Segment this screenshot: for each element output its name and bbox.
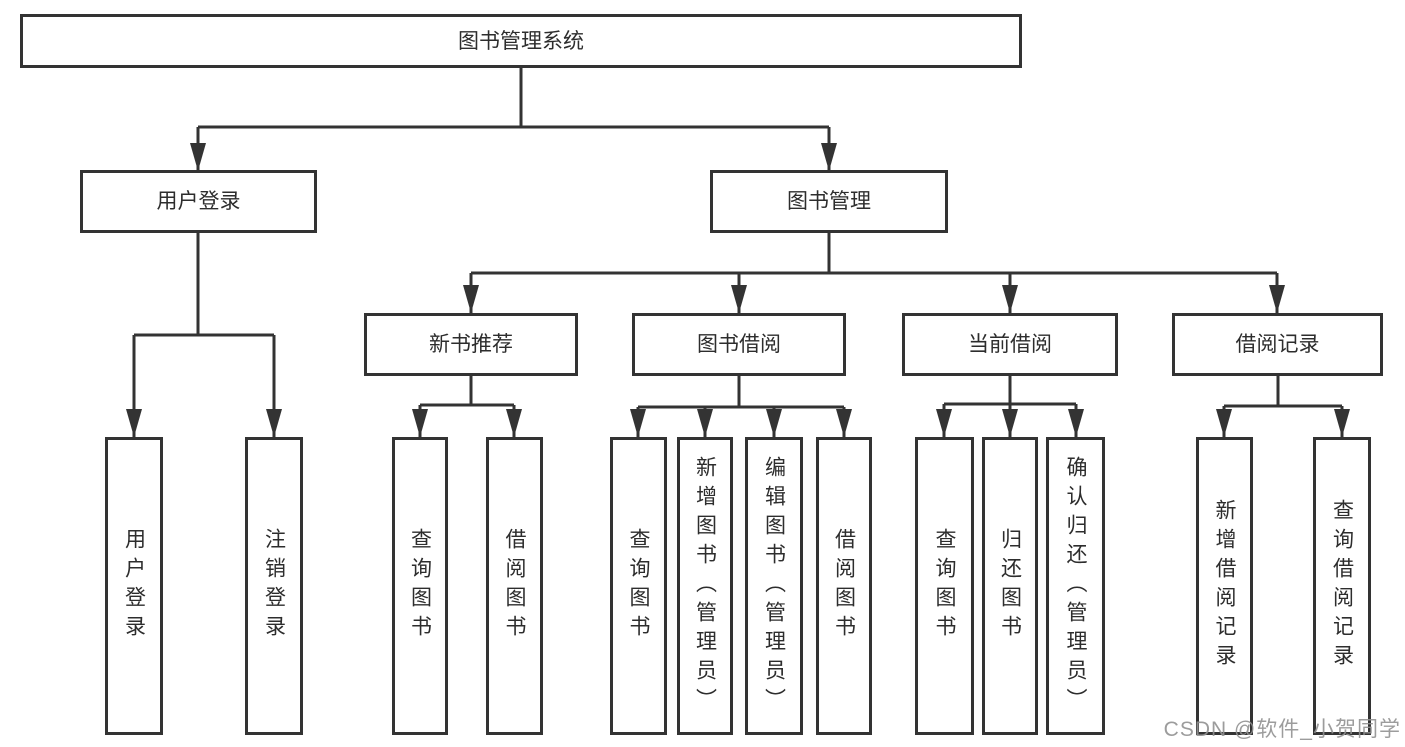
node-book-management: 图书管理 [710, 170, 948, 233]
node-book-borrowing-label: 图书借阅 [697, 333, 781, 356]
node-new-book-recommend: 新书推荐 [364, 313, 578, 376]
node-current-borrowing: 当前借阅 [902, 313, 1118, 376]
leaf-user-login: 用户登录 [105, 437, 163, 735]
node-borrow-records-label: 借阅记录 [1235, 333, 1320, 356]
leaf-edit-book-admin: 编辑图书（管理员） [745, 437, 803, 735]
leaf-query-books-borrowing: 查询图书 [610, 437, 667, 735]
leaf-logout: 注销登录 [245, 437, 303, 735]
leaf-borrow-books-borrowing-label: 借阅图书 [832, 528, 856, 644]
leaf-return-book: 归还图书 [982, 437, 1038, 735]
node-book-borrowing: 图书借阅 [632, 313, 846, 376]
connector-paths [132, 68, 1344, 437]
leaf-query-books-current: 查询图书 [915, 437, 974, 735]
leaf-add-borrow-record-label: 新增借阅记录 [1213, 499, 1236, 673]
leaf-return-book-label: 归还图书 [998, 528, 1022, 644]
leaf-borrow-books-borrowing: 借阅图书 [816, 437, 872, 735]
leaf-add-borrow-record: 新增借阅记录 [1196, 437, 1253, 735]
node-book-management-label: 图书管理 [787, 190, 871, 213]
node-current-borrowing-label: 当前借阅 [968, 333, 1052, 356]
node-borrow-records: 借阅记录 [1172, 313, 1383, 376]
leaf-logout-label: 注销登录 [262, 528, 286, 644]
node-user-login: 用户登录 [80, 170, 317, 233]
node-user-login-label: 用户登录 [156, 190, 241, 213]
leaf-query-books-current-label: 查询图书 [933, 528, 956, 644]
leaf-query-borrow-record-label: 查询借阅记录 [1330, 499, 1354, 673]
leaf-borrow-books-recommend-label: 借阅图书 [503, 528, 526, 644]
node-root-label: 图书管理系统 [458, 29, 584, 53]
leaf-query-books-recommend: 查询图书 [392, 437, 448, 735]
leaf-user-login-label: 用户登录 [122, 528, 146, 644]
leaf-confirm-return-admin: 确认归还（管理员） [1046, 437, 1105, 735]
leaf-add-book-admin: 新增图书（管理员） [677, 437, 733, 735]
node-root: 图书管理系统 [20, 14, 1022, 68]
node-new-book-recommend-label: 新书推荐 [429, 333, 513, 356]
leaf-confirm-return-admin-label: 确认归还（管理员） [1064, 455, 1087, 717]
leaf-edit-book-admin-label: 编辑图书（管理员） [762, 455, 786, 717]
leaf-add-book-admin-label: 新增图书（管理员） [693, 455, 717, 717]
leaf-query-borrow-record: 查询借阅记录 [1313, 437, 1371, 735]
leaf-query-books-recommend-label: 查询图书 [408, 528, 432, 644]
leaf-query-books-borrowing-label: 查询图书 [627, 528, 650, 644]
leaf-borrow-books-recommend: 借阅图书 [486, 437, 543, 735]
